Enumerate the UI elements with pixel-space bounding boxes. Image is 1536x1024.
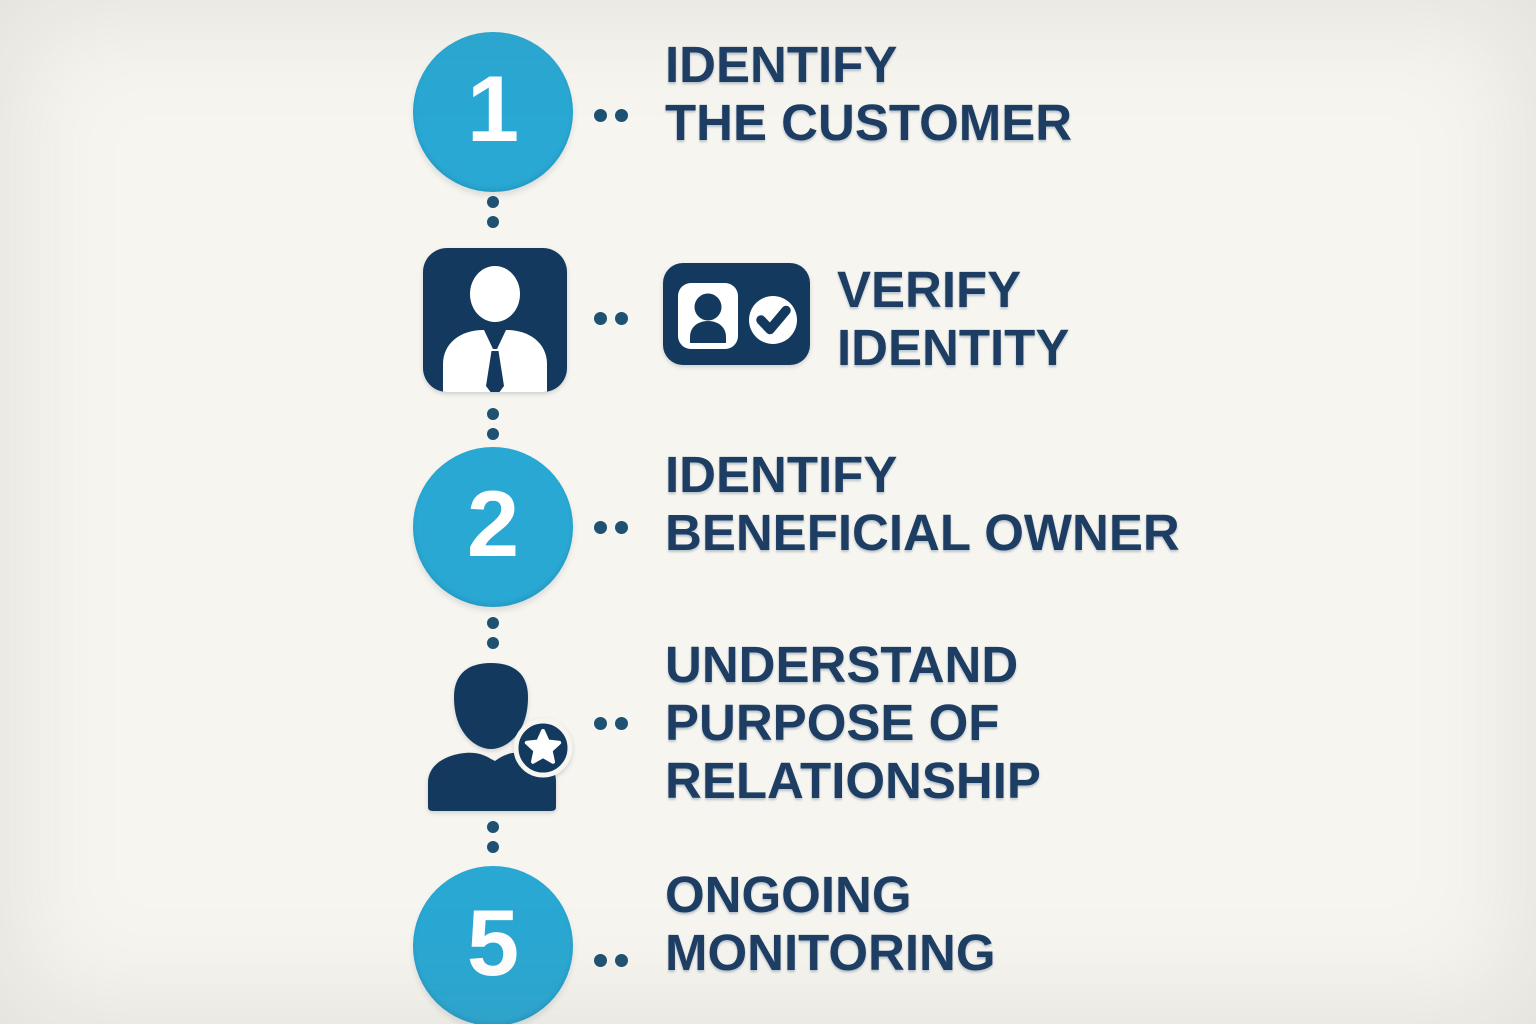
connector-dot xyxy=(487,196,499,208)
connector-dot xyxy=(487,617,499,629)
step-4-label: UNDERSTAND PURPOSE OF RELATIONSHIP xyxy=(665,636,1041,810)
step-2-leader-dots xyxy=(594,312,628,325)
step-3-label: IDENTIFY BENEFICIAL OWNER xyxy=(665,446,1180,562)
leader-dot xyxy=(615,109,628,122)
connector-dots-3 xyxy=(487,617,499,649)
step-2-label-line-1: VERIFY xyxy=(837,261,1022,318)
connector-dots-2 xyxy=(487,408,499,440)
id-card-with-checkmark-icon xyxy=(663,263,810,365)
person-with-star-badge-icon xyxy=(423,653,575,813)
leader-dot xyxy=(615,717,628,730)
leader-dot xyxy=(594,312,607,325)
step-5-number-circle: 5 xyxy=(413,866,573,1024)
step-2-label: VERIFY IDENTITY xyxy=(837,261,1069,377)
step-3-number: 2 xyxy=(466,471,520,576)
step-5-label-line-1: ONGOING xyxy=(665,866,912,923)
step-3-label-line-2: BENEFICIAL OWNER xyxy=(665,504,1180,561)
step-1-label-line-1: IDENTIFY xyxy=(665,36,898,93)
step-4-leader-dots xyxy=(594,717,628,730)
connector-dots-4 xyxy=(487,821,499,853)
connector-dots-1 xyxy=(487,196,499,228)
connector-dot xyxy=(487,821,499,833)
step-5-leader-dots xyxy=(594,954,628,967)
leader-dot xyxy=(615,954,628,967)
leader-dot xyxy=(615,521,628,534)
step-5-number: 5 xyxy=(466,890,520,995)
step-2-label-line-2: IDENTITY xyxy=(837,319,1070,376)
step-4-label-line-3: RELATIONSHIP xyxy=(665,752,1041,809)
step-1-label: IDENTIFY THE CUSTOMER xyxy=(665,36,1072,152)
step-1-number: 1 xyxy=(466,56,520,161)
leader-dot xyxy=(615,312,628,325)
connector-dot xyxy=(487,637,499,649)
connector-dot xyxy=(487,428,499,440)
step-4-label-line-2: PURPOSE OF xyxy=(665,694,1000,751)
connector-dot xyxy=(487,216,499,228)
person-in-rounded-square-icon xyxy=(423,248,567,392)
connector-dot xyxy=(487,841,499,853)
step-5-label: ONGOING MONITORING xyxy=(665,866,996,982)
step-3-label-line-1: IDENTIFY xyxy=(665,446,898,503)
leader-dot xyxy=(594,954,607,967)
leader-dot xyxy=(594,717,607,730)
step-3-leader-dots xyxy=(594,521,628,534)
leader-dot xyxy=(594,521,607,534)
leader-dot xyxy=(594,109,607,122)
step-4-label-line-1: UNDERSTAND xyxy=(665,636,1019,693)
connector-dot xyxy=(487,408,499,420)
step-1-leader-dots xyxy=(594,109,628,122)
step-1-number-circle: 1 xyxy=(413,32,573,192)
step-3-number-circle: 2 xyxy=(413,447,573,607)
step-1-label-line-2: THE CUSTOMER xyxy=(665,94,1073,151)
step-5-label-line-2: MONITORING xyxy=(665,924,996,981)
